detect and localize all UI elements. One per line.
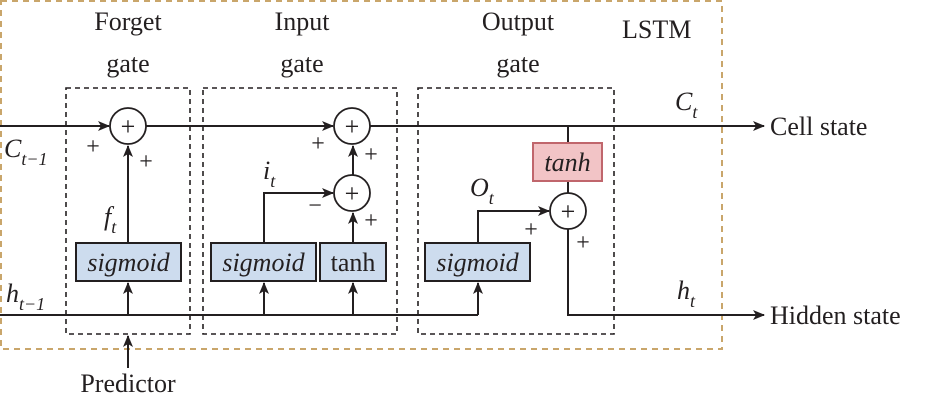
f-t-label: ft — [104, 202, 117, 237]
input-gate-title: Input — [275, 7, 331, 36]
sign-plus: + — [86, 134, 100, 160]
input-gate-subtitle: gate — [280, 49, 323, 78]
forget-sigmoid-label: sigmoid — [87, 248, 170, 277]
plus-icon: + — [345, 112, 360, 141]
c-t-label: Ct — [675, 87, 698, 122]
predictor-label: Predictor — [80, 369, 176, 398]
output-gate-title: Output — [482, 7, 555, 36]
sign-plus: + — [524, 217, 538, 243]
sign-minus: − — [308, 193, 322, 219]
forget-sum-node: + — [109, 107, 147, 145]
ot-arrow — [477, 206, 550, 243]
forget-gate-title: Forget — [94, 7, 162, 36]
cell-state-label: Cell state — [770, 112, 867, 141]
input-tanh-block: tanh — [319, 242, 387, 282]
sign-plus: + — [576, 230, 590, 256]
output-sigmoid-block: sigmoid — [424, 242, 531, 282]
input-sigmoid-block: sigmoid — [210, 242, 317, 282]
hidden-state-label: Hidden state — [770, 301, 901, 330]
cell-tanh-label: tanh — [544, 148, 590, 177]
c-prev-label: Ct−1 — [4, 134, 48, 169]
h-prev-label: ht−1 — [6, 279, 45, 314]
lstm-boundary — [0, 0, 723, 350]
forget-gate-subtitle: gate — [106, 49, 149, 78]
output-gate-subtitle: gate — [496, 49, 539, 78]
h-t-label: ht — [677, 276, 696, 311]
sign-plus: + — [311, 131, 325, 157]
lstm-title: LSTM — [622, 15, 691, 44]
i-t-label: it — [263, 156, 276, 191]
o-t-label: Ot — [470, 173, 495, 208]
sign-plus: + — [364, 142, 378, 168]
it-arrow — [263, 188, 334, 243]
plus-icon: + — [121, 112, 136, 141]
output-gate-box — [417, 87, 615, 335]
input-gate-box — [202, 87, 398, 335]
plus-icon: + — [561, 197, 576, 226]
sign-plus: + — [364, 208, 378, 234]
forget-sigmoid-block: sigmoid — [75, 242, 182, 282]
cell-tanh-block: tanh — [532, 142, 603, 182]
plus-icon: + — [345, 179, 360, 208]
sign-plus: + — [139, 149, 153, 175]
output-sigmoid-label: sigmoid — [436, 248, 519, 277]
forget-gate-box — [65, 87, 191, 335]
input-sigmoid-label: sigmoid — [222, 248, 305, 277]
input-sum-node: + — [333, 174, 371, 212]
output-sum-node: + — [549, 192, 587, 230]
hidden-output-arrow — [567, 229, 765, 320]
input-tanh-label: tanh — [331, 248, 376, 277]
cell-update-node: + — [333, 107, 371, 145]
